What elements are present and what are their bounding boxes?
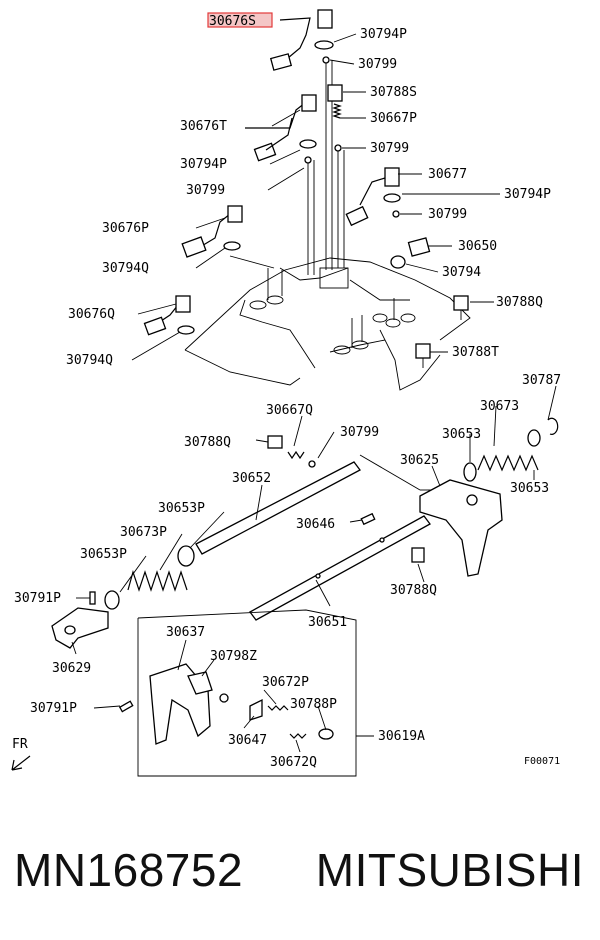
leaders-top — [131, 33, 500, 361]
label-30788Q: 30788Q — [390, 583, 437, 598]
figure-code: F00071 — [524, 756, 560, 767]
pin-30646[interactable] — [360, 512, 376, 526]
label-30667P: 30667P — [370, 111, 417, 126]
parts-diagram: 30676S 30794P 30799 30788S 30667P 30676T… — [11, 9, 561, 777]
spring-30673P[interactable] — [104, 545, 195, 610]
label-30799: 30799 — [358, 57, 397, 72]
label-30788Q: 30788Q — [184, 435, 231, 450]
label-30667Q: 30667Q — [266, 403, 313, 418]
lever-30629[interactable] — [51, 607, 109, 649]
label-30676T: 30676T — [180, 119, 227, 134]
label-30799: 30799 — [340, 425, 379, 440]
label-30794Q: 30794Q — [102, 261, 149, 276]
label-30637: 30637 — [166, 625, 205, 640]
label-30673P: 30673P — [120, 525, 167, 540]
shift-rail-30651[interactable] — [249, 515, 431, 621]
part-number: MN168752 — [14, 844, 244, 896]
label-30653P: 30653P — [80, 547, 127, 562]
label-30794P: 30794P — [504, 187, 551, 202]
label-30787: 30787 — [522, 373, 561, 388]
label-30791P: 30791P — [30, 701, 77, 716]
label-30799: 30799 — [186, 183, 225, 198]
label-30794: 30794 — [442, 265, 481, 280]
fork-30625[interactable] — [419, 479, 503, 577]
label-30651: 30651 — [308, 615, 347, 630]
subassembly-30619A[interactable] — [137, 609, 357, 777]
label-30788T: 30788T — [452, 345, 499, 360]
label-30676S: 30676S — [209, 14, 256, 29]
part-labels: 30676S 30794P 30799 30788S 30667P 30676T… — [12, 14, 561, 770]
label-30794P: 30794P — [360, 27, 407, 42]
switch-30676S[interactable] — [207, 9, 333, 71]
label-30646: 30646 — [296, 517, 335, 532]
label-30788P: 30788P — [290, 697, 337, 712]
pin-30791P-b[interactable] — [118, 700, 134, 713]
label-30799: 30799 — [428, 207, 467, 222]
label-30650: 30650 — [458, 239, 497, 254]
plug-30788Q-mid[interactable] — [411, 547, 425, 563]
switch-30677[interactable] — [345, 167, 400, 227]
plug-30788S[interactable] — [327, 84, 343, 119]
pin-30791P-a[interactable] — [89, 591, 96, 605]
label-30799: 30799 — [370, 141, 409, 156]
label-30794Q: 30794Q — [66, 353, 113, 368]
label-30653P: 30653P — [158, 501, 205, 516]
label-30788S: 30788S — [370, 85, 417, 100]
switch-30650[interactable] — [390, 237, 431, 269]
label-30629: 30629 — [52, 661, 91, 676]
plug-30788T[interactable] — [415, 343, 431, 368]
label-30677: 30677 — [428, 167, 467, 182]
label-30672P: 30672P — [262, 675, 309, 690]
label-30676P: 30676P — [102, 221, 149, 236]
label-30652: 30652 — [232, 471, 271, 486]
label-30672Q: 30672Q — [270, 755, 317, 770]
label-30791P: 30791P — [14, 591, 61, 606]
label-30653: 30653 — [510, 481, 549, 496]
front-arrow-icon — [11, 755, 31, 771]
housing-outline — [184, 257, 471, 391]
shift-rail-30652[interactable] — [195, 454, 432, 555]
label-30673: 30673 — [480, 399, 519, 414]
label-30647: 30647 — [228, 733, 267, 748]
label-30794P: 30794P — [180, 157, 227, 172]
switch-30676T[interactable] — [245, 94, 317, 162]
label-fr: FR — [12, 737, 28, 752]
footer: MN168752 MITSUBISHI — [0, 830, 600, 910]
spring-30667Q[interactable] — [267, 435, 316, 468]
plug-30788Q-top[interactable] — [453, 295, 469, 320]
label-30619A: 30619A — [378, 729, 425, 744]
brand-name: MITSUBISHI — [315, 844, 584, 896]
snap-ring-30787[interactable] — [547, 417, 559, 435]
washers — [177, 40, 401, 335]
switch-rods — [307, 60, 345, 275]
leaders-lower — [71, 385, 557, 753]
label-30653: 30653 — [442, 427, 481, 442]
label-30625: 30625 — [400, 453, 439, 468]
spring-30673[interactable] — [463, 429, 541, 482]
label-30788Q: 30788Q — [496, 295, 543, 310]
label-30676Q: 30676Q — [68, 307, 115, 322]
switch-30676Q[interactable] — [143, 295, 191, 336]
label-30798Z: 30798Z — [210, 649, 257, 664]
